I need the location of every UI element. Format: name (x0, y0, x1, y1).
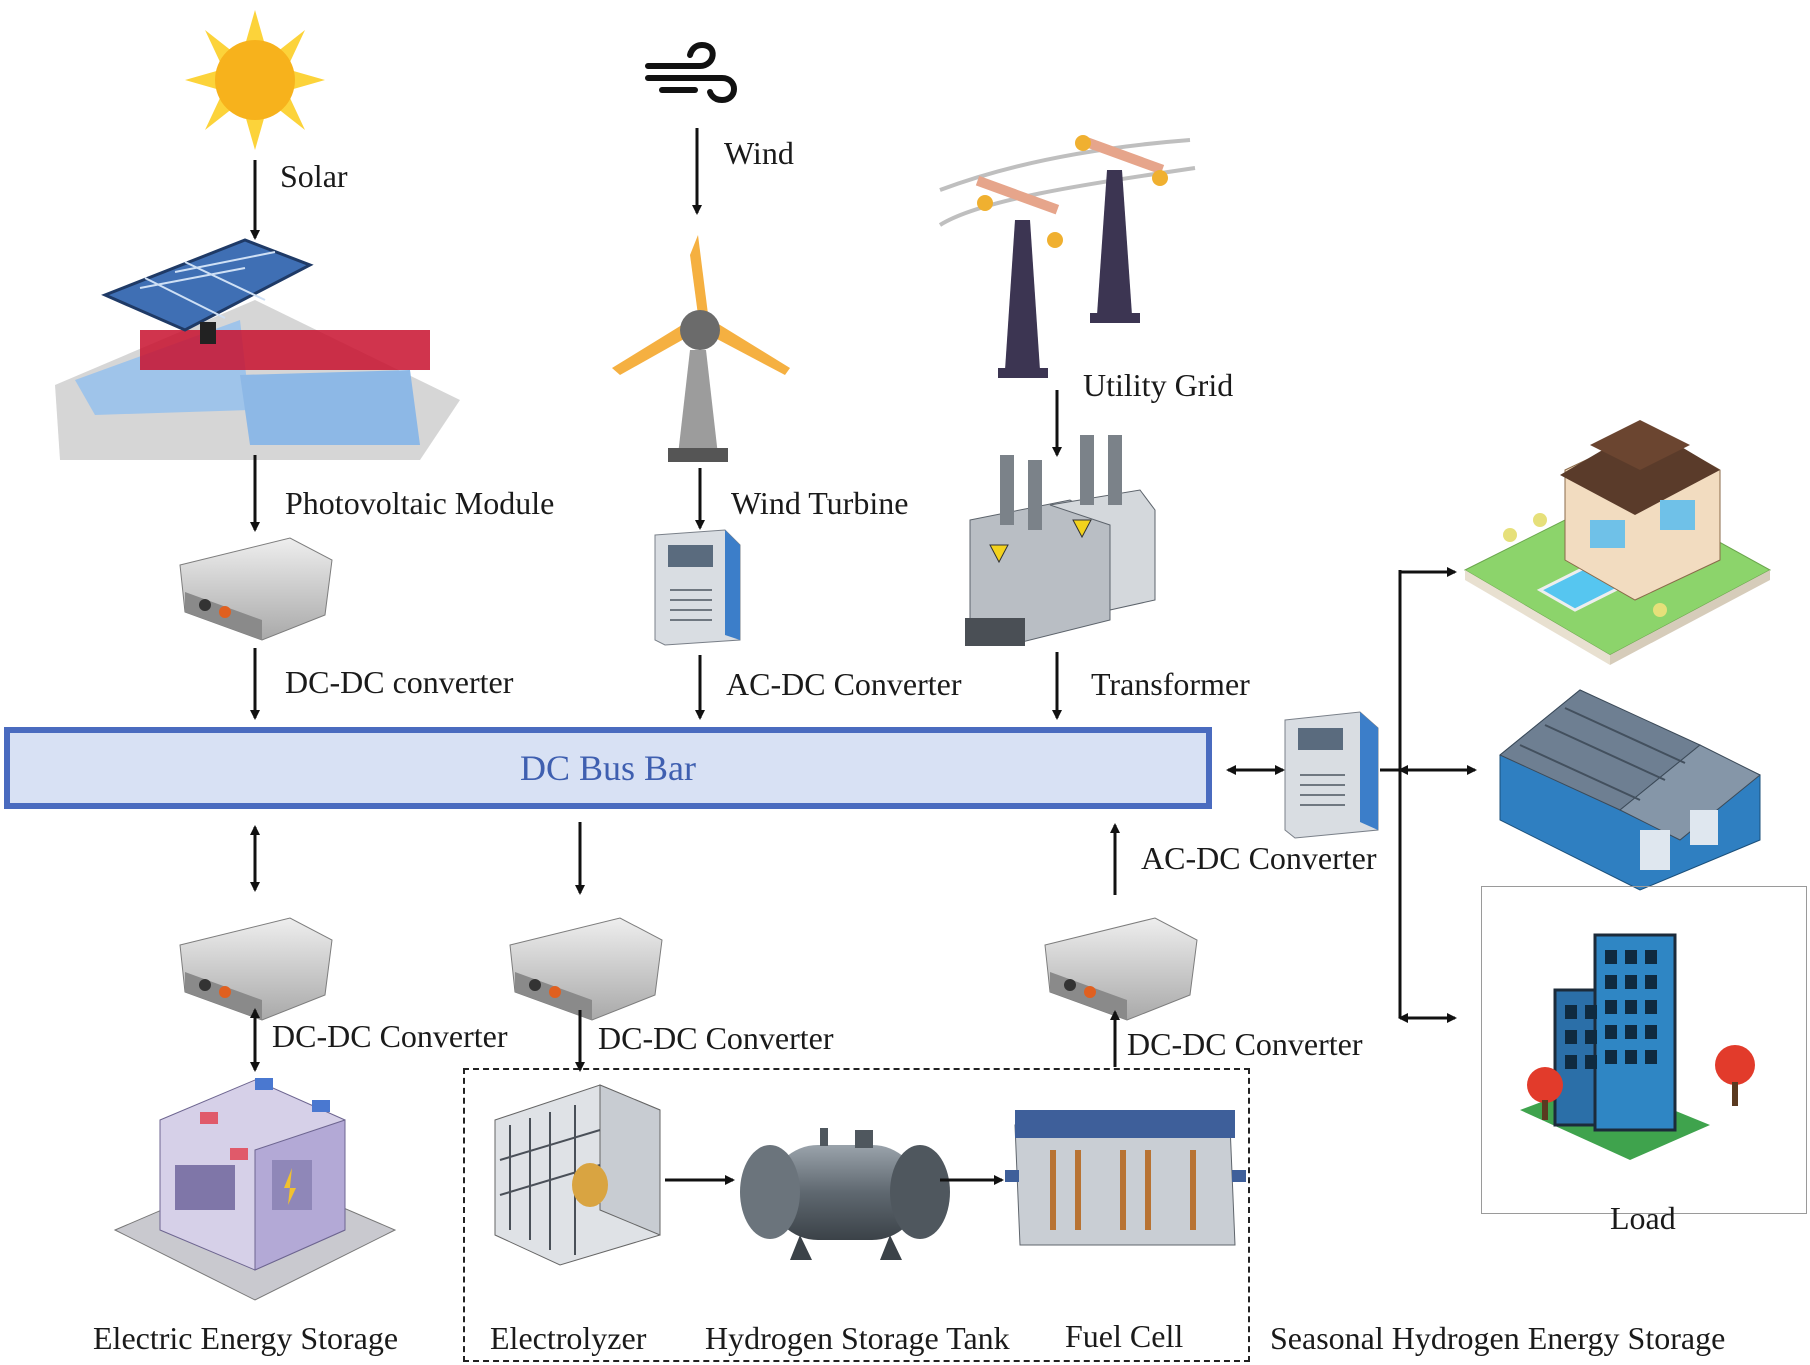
dc-dc-converter-box-top (179, 537, 333, 641)
pv-module-label: Photovoltaic Module (285, 485, 555, 521)
dc-dc-converter-box-electrolyzer (509, 917, 663, 1021)
solar-label: Solar (280, 158, 348, 194)
wind-label: Wind (724, 135, 794, 171)
ac-dc-converter-cabinet-top (654, 529, 741, 646)
hydrogen-storage-group (463, 1068, 1250, 1362)
utility-grid-label: Utility Grid (1083, 367, 1234, 403)
load-label: Load (1610, 1200, 1676, 1236)
power-tower-icon (938, 135, 1196, 378)
dc-bus-bar-label: DC Bus Bar (519, 748, 696, 788)
dc-dc-converter-box-storage (179, 917, 333, 1021)
ac-dc-converter-top-label: AC-DC Converter (726, 666, 962, 702)
electrolyzer-image (494, 1084, 661, 1266)
dc-dc-converter-storage-label: DC-DC Converter (272, 1018, 508, 1054)
hydrogen-tank-image (740, 1128, 950, 1260)
transformer-label: Transformer (1091, 666, 1250, 702)
connection-arrows (250, 128, 1477, 1185)
ac-dc-converter-cabinet-right (1284, 711, 1379, 839)
dc-dc-converter-top-label: DC-DC converter (285, 664, 514, 700)
battery-storage-image (113, 1078, 397, 1301)
wind-icon (645, 41, 737, 104)
wind-turbine-image (612, 235, 790, 462)
fuel-cell-image (1005, 1110, 1246, 1246)
wind-turbine-label: Wind Turbine (731, 485, 909, 521)
dc-dc-converter-box-fuelcell (1044, 917, 1198, 1021)
hydrogen-storage-tank-label: Hydrogen Storage Tank (705, 1320, 1010, 1356)
dc-bus-bar: DC Bus Bar (4, 727, 1212, 809)
sun-icon (185, 10, 325, 150)
electric-energy-storage-label: Electric Energy Storage (93, 1320, 399, 1356)
photovoltaic-module-image (55, 238, 460, 460)
seasonal-hydrogen-storage-label: Seasonal Hydrogen Energy Storage (1270, 1320, 1726, 1356)
dc-dc-converter-electrolyzer-label: DC-DC Converter (598, 1020, 834, 1056)
warehouse-image (1499, 689, 1761, 891)
house-image (1463, 420, 1772, 665)
transformer-image (965, 435, 1156, 646)
office-building-image (1520, 933, 1755, 1160)
load-frame (1481, 886, 1807, 1214)
dc-dc-converter-fuelcell-label: DC-DC Converter (1127, 1026, 1363, 1062)
ac-dc-converter-right-label: AC-DC Converter (1141, 840, 1377, 876)
fuel-cell-label: Fuel Cell (1065, 1318, 1184, 1354)
electrolyzer-label: Electrolyzer (490, 1320, 647, 1356)
